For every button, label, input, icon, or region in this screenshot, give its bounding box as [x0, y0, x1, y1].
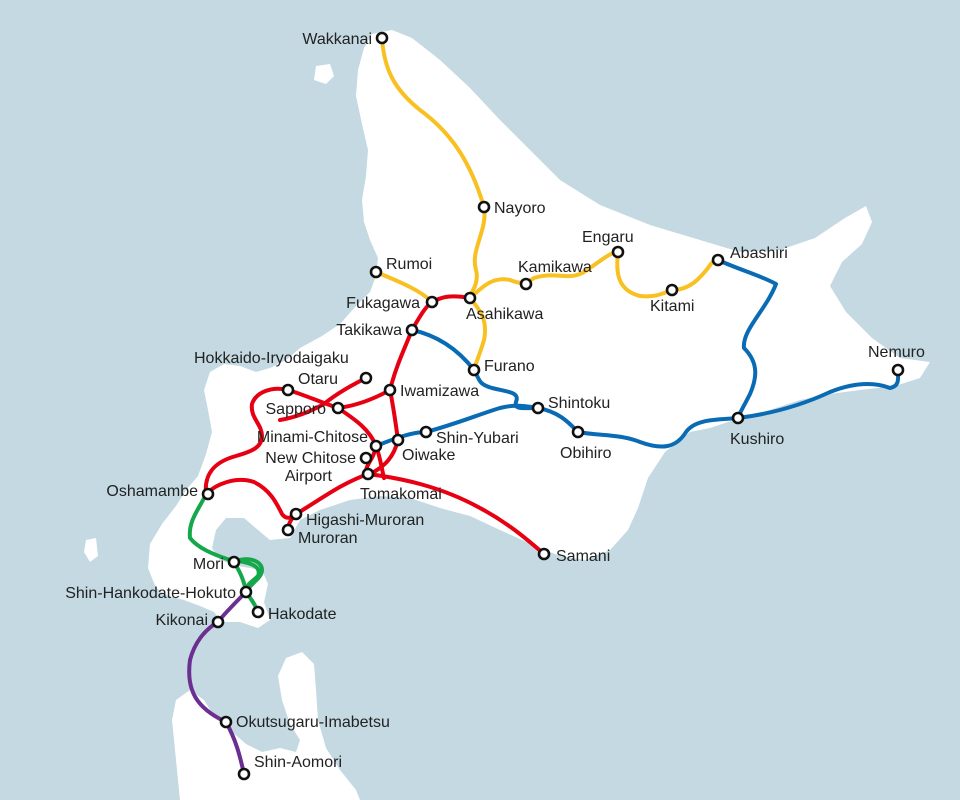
station-nayoro[interactable] — [477, 200, 491, 214]
line-gakuentoshi — [278, 376, 368, 422]
honshu-land — [172, 652, 360, 800]
station-sapporo[interactable] — [331, 401, 345, 415]
station-abashiri[interactable] — [711, 253, 725, 267]
label-nemuro: Nemuro — [868, 344, 925, 361]
label-kushiro: Kushiro — [730, 431, 784, 448]
label-rumoi: Rumoi — [386, 256, 432, 273]
label-shin-aomori: Shin-Aomori — [254, 754, 342, 771]
label-furano: Furano — [484, 358, 535, 375]
station-kitami[interactable] — [665, 283, 679, 297]
station-hakodate[interactable] — [251, 605, 265, 619]
label-obihiro: Obihiro — [560, 445, 612, 462]
label-abashiri: Abashiri — [730, 245, 788, 262]
station-shin-hakodate-hokuto[interactable] — [239, 585, 253, 599]
label-engaru: Engaru — [582, 229, 634, 246]
label-shin-hakodate-hokuto: Shin-Hankodate-Hokuto — [65, 585, 236, 602]
label-kikonai: Kikonai — [156, 612, 208, 629]
line-muroran-coast — [204, 477, 298, 520]
station-iwamizawa[interactable] — [383, 383, 397, 397]
station-oshamambe[interactable] — [201, 487, 215, 501]
station-okutsugaru-imabetsu[interactable] — [219, 715, 233, 729]
label-sapporo: Sapporo — [266, 401, 327, 418]
station-nemuro[interactable] — [891, 363, 905, 377]
station-minami-chitose[interactable] — [369, 439, 383, 453]
station-samani[interactable] — [537, 547, 551, 561]
station-rumoi[interactable] — [369, 265, 383, 279]
station-kamikawa[interactable] — [519, 277, 533, 291]
label-kitami: Kitami — [650, 298, 694, 315]
label-oiwake: Oiwake — [402, 447, 455, 464]
hokkaido-island — [148, 30, 930, 628]
station-hokkaido-iryodaigaku[interactable] — [359, 371, 373, 385]
station-engaru[interactable] — [611, 245, 625, 259]
line-nemuro — [410, 328, 901, 449]
station-furano[interactable] — [467, 363, 481, 377]
station-takikawa[interactable] — [405, 323, 419, 337]
label-okutsugaru-imabetsu: Okutsugaru-Imabetsu — [236, 714, 390, 731]
label-airport: Airport — [285, 468, 333, 485]
line-senmo — [716, 258, 778, 420]
station-kikonai[interactable] — [211, 615, 225, 629]
station-wakkanai[interactable] — [375, 31, 389, 45]
line-furano — [468, 296, 487, 372]
label-shin-yubari: Shin-Yubari — [436, 430, 519, 447]
label-iwamizawa: Iwamizawa — [400, 383, 479, 400]
station-labels: Wakkanai Nayoro Engaru Abashiri Rumoi Ka… — [65, 31, 925, 771]
station-oiwake[interactable] — [391, 433, 405, 447]
rishiri-island — [314, 64, 334, 84]
station-higashi-muroran[interactable] — [289, 507, 303, 521]
station-fukagawa[interactable] — [425, 295, 439, 309]
station-shin-aomori[interactable] — [237, 767, 251, 781]
line-hakodate-main-west — [203, 386, 290, 496]
label-shintoku: Shintoku — [548, 395, 610, 412]
station-shintoku[interactable] — [531, 401, 545, 415]
label-wakkanai: Wakkanai — [302, 31, 372, 48]
label-mori: Mori — [193, 556, 224, 573]
label-higashi-muroran: Higashi-Muroran — [306, 512, 424, 529]
label-kamikawa: Kamikawa — [518, 259, 592, 276]
label-nayoro: Nayoro — [494, 200, 546, 217]
stations — [201, 31, 905, 781]
station-new-chitose-airport[interactable] — [359, 451, 373, 465]
label-tomakomai: Tomakomai — [360, 486, 442, 503]
label-new-chitose: New Chitose — [265, 450, 356, 467]
label-muroran: Muroran — [298, 530, 358, 547]
station-asahikawa[interactable] — [463, 291, 477, 305]
okushiri-island — [84, 538, 98, 562]
station-mori[interactable] — [227, 555, 241, 569]
station-muroran[interactable] — [281, 523, 295, 537]
label-otaru: Otaru — [298, 371, 338, 388]
label-fukagawa: Fukagawa — [346, 295, 420, 312]
line-sawara-loop-b — [232, 557, 264, 594]
label-oshamambe: Oshamambe — [106, 483, 198, 500]
label-asahikawa: Asahikawa — [466, 306, 543, 323]
line-sekisho — [374, 403, 540, 448]
station-otaru[interactable] — [281, 383, 295, 397]
line-soya — [380, 36, 487, 300]
station-shin-yubari[interactable] — [419, 425, 433, 439]
label-samani: Samani — [556, 548, 610, 565]
label-takikawa: Takikawa — [336, 322, 402, 339]
label-minami-chitose: Minami-Chitose — [257, 429, 368, 446]
label-hakodate: Hakodate — [268, 606, 337, 623]
station-kushiro[interactable] — [731, 411, 745, 425]
station-tomakomai[interactable] — [361, 467, 375, 481]
line-hidaka — [366, 472, 546, 556]
line-hokkaido-shinkansen — [187, 590, 248, 776]
label-hokkaido-iryodaigaku: Hokkaido-Iryodaigaku — [194, 350, 349, 367]
station-obihiro[interactable] — [571, 425, 585, 439]
